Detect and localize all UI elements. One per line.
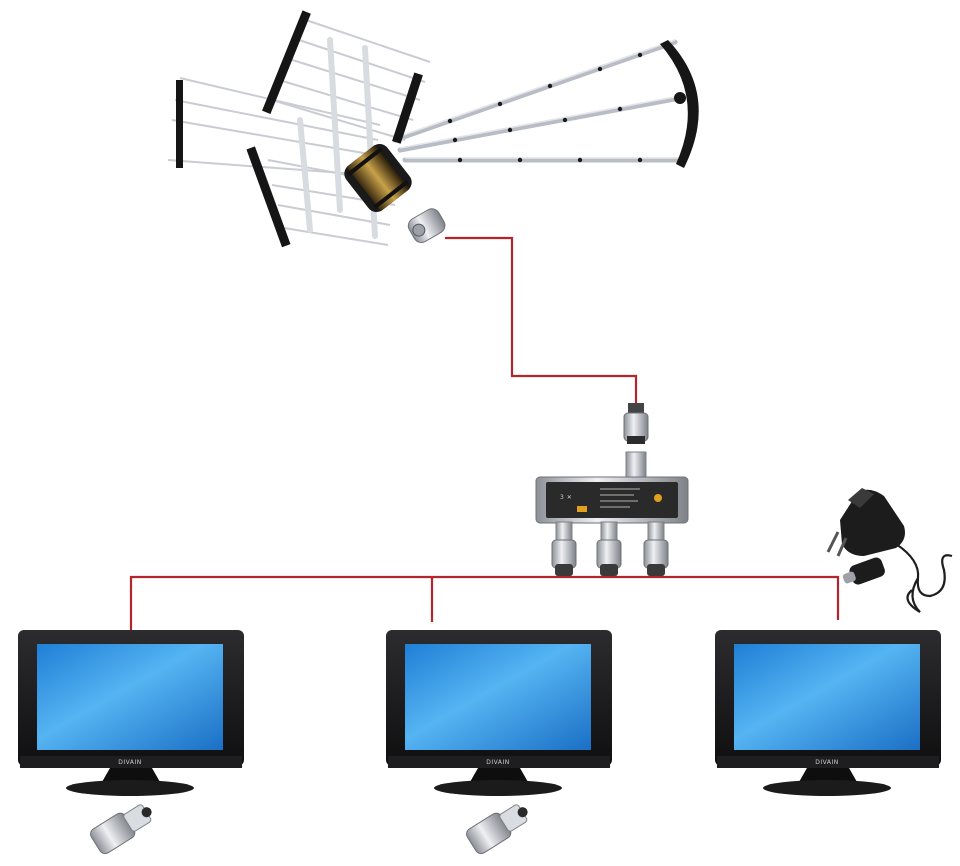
coax-plug-icon — [596, 539, 622, 576]
tv-brand-label: DIVAIN — [815, 759, 838, 766]
tv-brand-label: DIVAIN — [118, 759, 141, 766]
coax-plug-icon — [643, 539, 669, 576]
tv-1: DIVAIN — [18, 630, 244, 796]
tv-screen — [734, 644, 920, 750]
coax-plug-icon — [466, 804, 528, 855]
cable-antenna-to-splitter — [445, 236, 638, 405]
tv-screen — [37, 644, 223, 750]
splitter-mark: 3 ✕ — [560, 494, 572, 501]
splitter-icon: 3 ✕ — [535, 403, 689, 576]
power-adapter-icon — [826, 488, 953, 613]
tv-icon: DIVAIN — [18, 630, 244, 796]
coax-plug-icon — [90, 804, 152, 855]
tv-screen — [405, 644, 591, 750]
tv-brand-label: DIVAIN — [486, 759, 509, 766]
tv-icon: DIVAIN — [386, 630, 612, 796]
tv-3: DIVAIN — [715, 630, 941, 796]
tv-2: DIVAIN — [386, 630, 612, 796]
tv-icon: DIVAIN — [715, 630, 941, 796]
antenna-icon — [167, 10, 699, 248]
coax-plug-icon — [623, 403, 649, 444]
coax-cables — [129, 236, 840, 630]
cable-distribution-bus — [129, 575, 840, 630]
coax-plug-icon — [551, 539, 577, 576]
